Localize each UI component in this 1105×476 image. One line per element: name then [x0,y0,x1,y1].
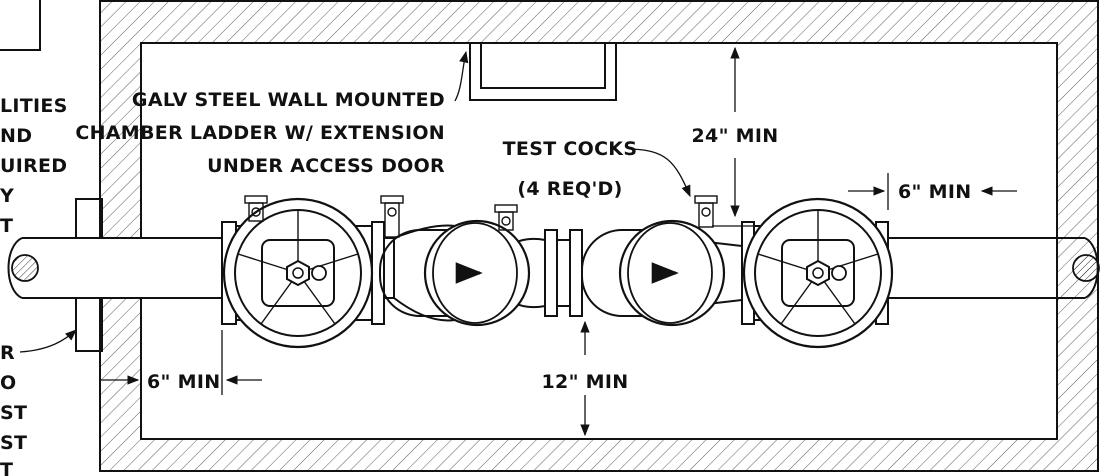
pipe-left [7,237,222,299]
left-fragment-bottom-4: ST [0,432,27,454]
left-fragment-bottom-2: O [0,372,16,394]
dim-12-min-label: 12" MIN [542,371,629,393]
gate-valve-left [221,197,385,349]
dim-24-min-label: 24" MIN [692,125,779,147]
left-fragment-top-5: T [0,215,13,237]
corner-box-fragment [0,0,41,51]
dim-6-min-left [100,330,262,395]
ladder-leader [454,50,469,102]
left-fragment-bottom-3: ST [0,402,27,424]
ladder-label-line1: GALV STEEL WALL MOUNTED [132,89,445,111]
check-valve-2 [581,219,743,327]
left-fragment-top-2: ND [0,125,32,147]
coupling-body [556,239,571,307]
dim-6-min-right [848,173,1017,210]
test-cock-1 [244,195,268,222]
test-cocks-leader [629,148,691,198]
check-valve-1 [379,219,546,327]
coupling-flange-b [569,229,583,317]
dim-6-min-left-label: 6" MIN [147,371,220,393]
ladder-label-line2: CHAMBER LADDER W/ EXTENSION [75,122,445,144]
access-door-ladder [469,42,617,101]
left-fragment-top-1: LITIES [0,95,68,117]
test-cock-3 [494,204,518,231]
coupling-flange-a [544,229,558,317]
test-cock-4 [694,195,718,228]
left-note-fragments-top: LITIES ND UIRED Y T [0,95,68,237]
gate-valve-right [741,197,894,349]
left-fragment-top-4: Y [0,185,14,207]
test-cock-2 [380,195,404,238]
test-cocks-label-line2: (4 REQ'D) [517,178,622,200]
left-fragment-top-3: UIRED [0,155,67,177]
sleeve-leader [19,329,77,353]
pipe-right [888,237,1100,299]
dim-24-min [712,46,760,227]
test-cocks-label-line1: TEST COCKS [503,138,638,160]
ladder-label-line3: UNDER ACCESS DOOR [207,155,445,177]
left-note-fragments-bottom: R O ST ST T [0,342,27,476]
dim-6-min-right-label: 6" MIN [898,181,971,203]
left-fragment-bottom-1: R [0,342,15,364]
left-fragment-bottom-5: T [0,459,13,476]
